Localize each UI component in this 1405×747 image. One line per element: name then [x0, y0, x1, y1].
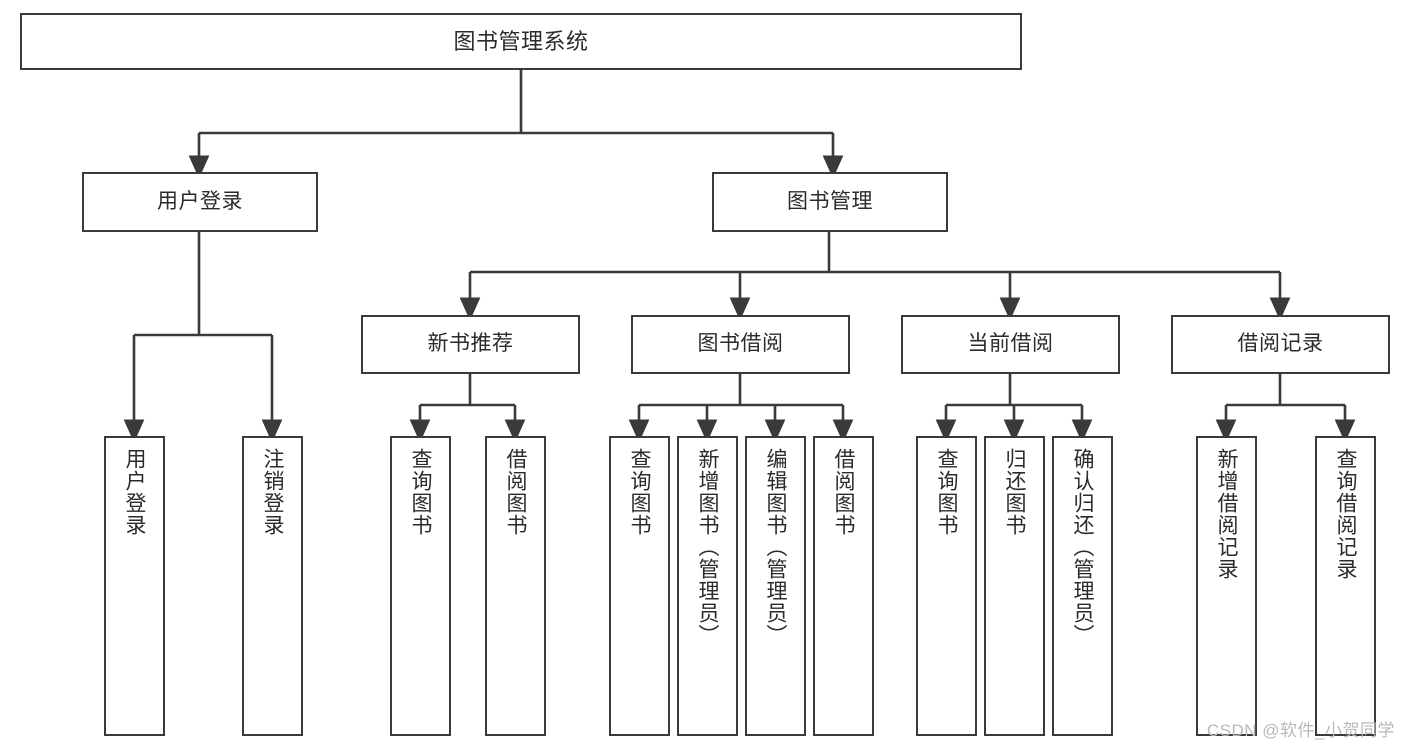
node-leaf-query-book-2[interactable]: 查询图书: [609, 436, 670, 736]
node-new-book-recommend-label: 新书推荐: [427, 332, 514, 356]
node-leaf-query-book-3[interactable]: 查询图书: [916, 436, 977, 736]
node-leaf-return-book[interactable]: 归还图书: [984, 436, 1045, 736]
node-root-system[interactable]: 图书管理系统: [20, 13, 1022, 70]
node-leaf-logout-login[interactable]: 注销登录: [242, 436, 303, 736]
node-new-book-recommend[interactable]: 新书推荐: [361, 315, 580, 374]
node-leaf-confirm-return[interactable]: 确认归还（管理员）: [1052, 436, 1113, 736]
node-leaf-borrow-book-2-label: 借阅图书: [832, 448, 855, 536]
node-leaf-query-book-1-label: 查询图书: [409, 448, 432, 536]
node-root-system-label: 图书管理系统: [453, 28, 589, 54]
node-book-management[interactable]: 图书管理: [712, 172, 948, 232]
watermark-text: CSDN @软件_小贺同学: [1206, 721, 1395, 740]
node-leaf-add-book-label: 新增图书（管理员）: [696, 448, 719, 646]
node-borrow-record[interactable]: 借阅记录: [1171, 315, 1390, 374]
node-book-management-label: 图书管理: [787, 189, 873, 213]
node-user-login[interactable]: 用户登录: [82, 172, 318, 232]
node-leaf-add-book[interactable]: 新增图书（管理员）: [677, 436, 738, 736]
node-leaf-edit-book[interactable]: 编辑图书（管理员）: [745, 436, 806, 736]
node-current-borrow[interactable]: 当前借阅: [901, 315, 1120, 374]
node-leaf-user-login[interactable]: 用户登录: [104, 436, 165, 736]
node-user-login-label: 用户登录: [157, 189, 243, 213]
node-leaf-query-record-label: 查询借阅记录: [1334, 448, 1357, 580]
node-borrow-record-label: 借阅记录: [1237, 332, 1324, 356]
node-leaf-borrow-book-1[interactable]: 借阅图书: [485, 436, 546, 736]
node-book-borrow[interactable]: 图书借阅: [631, 315, 850, 374]
node-leaf-borrow-book-2[interactable]: 借阅图书: [813, 436, 874, 736]
node-leaf-query-book-2-label: 查询图书: [628, 448, 651, 536]
node-leaf-query-record[interactable]: 查询借阅记录: [1315, 436, 1376, 736]
node-leaf-add-record[interactable]: 新增借阅记录: [1196, 436, 1257, 736]
node-leaf-query-book-3-label: 查询图书: [935, 448, 958, 536]
node-leaf-query-book-1[interactable]: 查询图书: [390, 436, 451, 736]
node-current-borrow-label: 当前借阅: [967, 332, 1054, 356]
node-leaf-user-login-label: 用户登录: [123, 448, 146, 536]
node-leaf-edit-book-label: 编辑图书（管理员）: [764, 448, 787, 646]
node-leaf-borrow-book-1-label: 借阅图书: [504, 448, 527, 536]
node-leaf-return-book-label: 归还图书: [1003, 448, 1026, 536]
node-book-borrow-label: 图书借阅: [697, 332, 784, 356]
node-leaf-add-record-label: 新增借阅记录: [1215, 448, 1238, 580]
node-leaf-confirm-return-label: 确认归还（管理员）: [1071, 448, 1094, 646]
node-leaf-logout-login-label: 注销登录: [261, 448, 284, 536]
